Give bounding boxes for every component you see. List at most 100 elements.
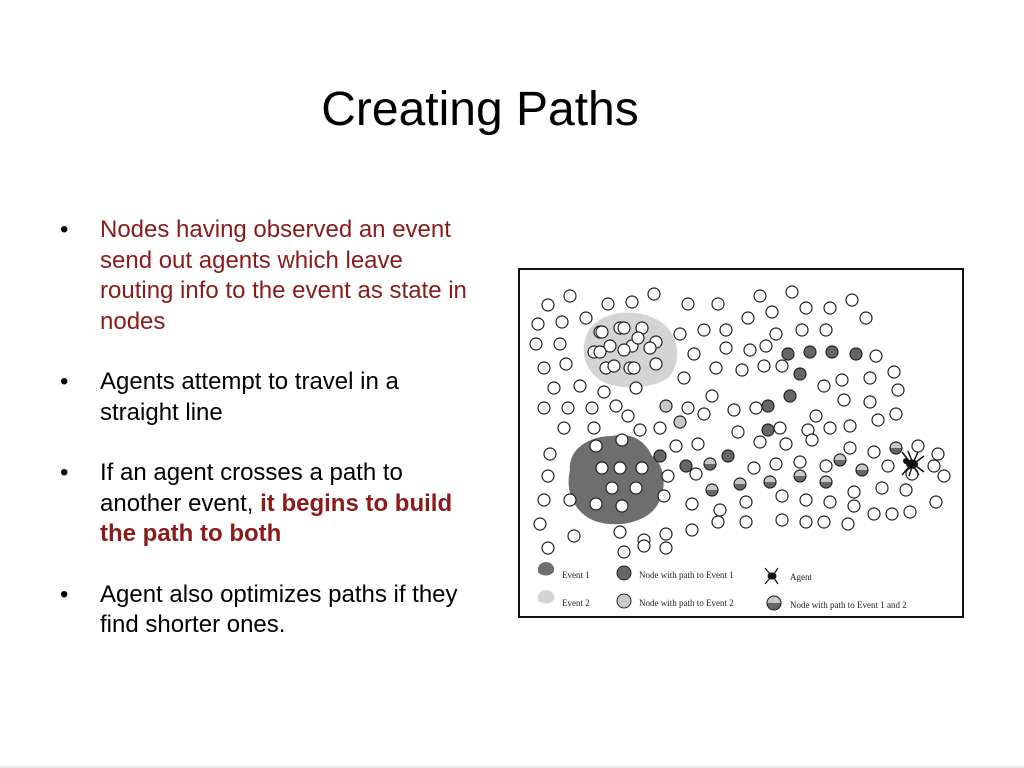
node	[775, 489, 789, 503]
node	[579, 311, 593, 325]
bullet-item: • If an agent crosses a path to another …	[58, 458, 478, 550]
node	[785, 285, 799, 299]
node	[779, 437, 793, 451]
node	[563, 289, 577, 303]
node	[845, 293, 859, 307]
node	[863, 371, 877, 385]
node	[613, 461, 627, 475]
node	[555, 315, 569, 329]
bullet-list: • Nodes having observed an event send ou…	[58, 215, 478, 671]
node	[553, 337, 567, 351]
node	[711, 515, 725, 529]
node	[691, 437, 705, 451]
node	[747, 461, 761, 475]
node	[819, 323, 833, 337]
node	[635, 461, 649, 475]
node	[567, 529, 581, 543]
node	[749, 401, 763, 415]
node	[605, 481, 619, 495]
node	[589, 439, 603, 453]
node-path-both	[855, 463, 869, 477]
node	[847, 485, 861, 499]
node	[585, 401, 599, 415]
node	[543, 447, 557, 461]
node	[629, 481, 643, 495]
node	[927, 459, 941, 473]
bullet-dot-icon: •	[60, 368, 69, 395]
node	[753, 289, 767, 303]
node	[609, 399, 623, 413]
node-path-both	[705, 483, 719, 497]
node	[735, 363, 749, 377]
node	[563, 493, 577, 507]
network-diagram: Event 1 Node with path to Event 1 Agent …	[518, 268, 964, 618]
node	[541, 298, 555, 312]
node	[837, 393, 851, 407]
node	[713, 503, 727, 517]
node	[899, 483, 913, 497]
node	[823, 421, 837, 435]
spider-agent-icon	[901, 450, 925, 477]
node	[541, 541, 555, 555]
legend-path1-label: Node with path to Event 1	[639, 570, 734, 580]
bullet-dot-icon: •	[60, 216, 69, 243]
node	[867, 445, 881, 459]
node	[889, 407, 903, 421]
node-path-event1	[761, 423, 775, 437]
node	[631, 331, 645, 345]
node-path-event2	[659, 399, 673, 413]
node-path-event1	[849, 347, 863, 361]
legend-event1-swatch	[538, 562, 555, 576]
node-path-both	[793, 469, 807, 483]
node	[601, 297, 615, 311]
node	[719, 323, 733, 337]
bullet-dot-icon: •	[60, 580, 69, 608]
node	[843, 441, 857, 455]
node	[775, 359, 789, 373]
node	[793, 455, 807, 469]
node	[739, 495, 753, 509]
node	[637, 539, 651, 553]
node	[823, 495, 837, 509]
node	[869, 349, 883, 363]
node-path-both	[833, 453, 847, 467]
node	[887, 365, 901, 379]
node	[929, 495, 943, 509]
node	[547, 381, 561, 395]
node-path-event1	[653, 449, 667, 463]
node	[775, 513, 789, 527]
node	[799, 301, 813, 315]
legend-path1-swatch	[616, 565, 632, 581]
legend-both-label: Node with path to Event 1 and 2	[790, 600, 907, 610]
node	[615, 433, 629, 447]
node	[627, 361, 641, 375]
node	[595, 461, 609, 475]
node-path-event1	[761, 399, 775, 413]
node	[617, 343, 631, 357]
node	[741, 311, 755, 325]
node	[705, 389, 719, 403]
node	[875, 481, 889, 495]
node	[709, 361, 723, 375]
event1-region	[568, 434, 664, 525]
node-path-event1	[825, 345, 839, 359]
node	[805, 433, 819, 447]
node-path-both	[703, 457, 717, 471]
node	[819, 459, 833, 473]
node	[537, 401, 551, 415]
node	[677, 371, 691, 385]
node	[731, 425, 745, 439]
node	[911, 439, 925, 453]
node	[595, 325, 609, 339]
node	[649, 357, 663, 371]
bullet-item: • Nodes having observed an event send ou…	[58, 215, 478, 337]
node	[659, 527, 673, 541]
node	[633, 423, 647, 437]
node	[587, 421, 601, 435]
node	[647, 287, 661, 301]
legend-both-swatch	[766, 595, 782, 611]
node	[557, 421, 571, 435]
legend-path2-swatch	[616, 593, 632, 609]
node-path-event1	[781, 347, 795, 361]
node-path-both	[733, 477, 747, 491]
